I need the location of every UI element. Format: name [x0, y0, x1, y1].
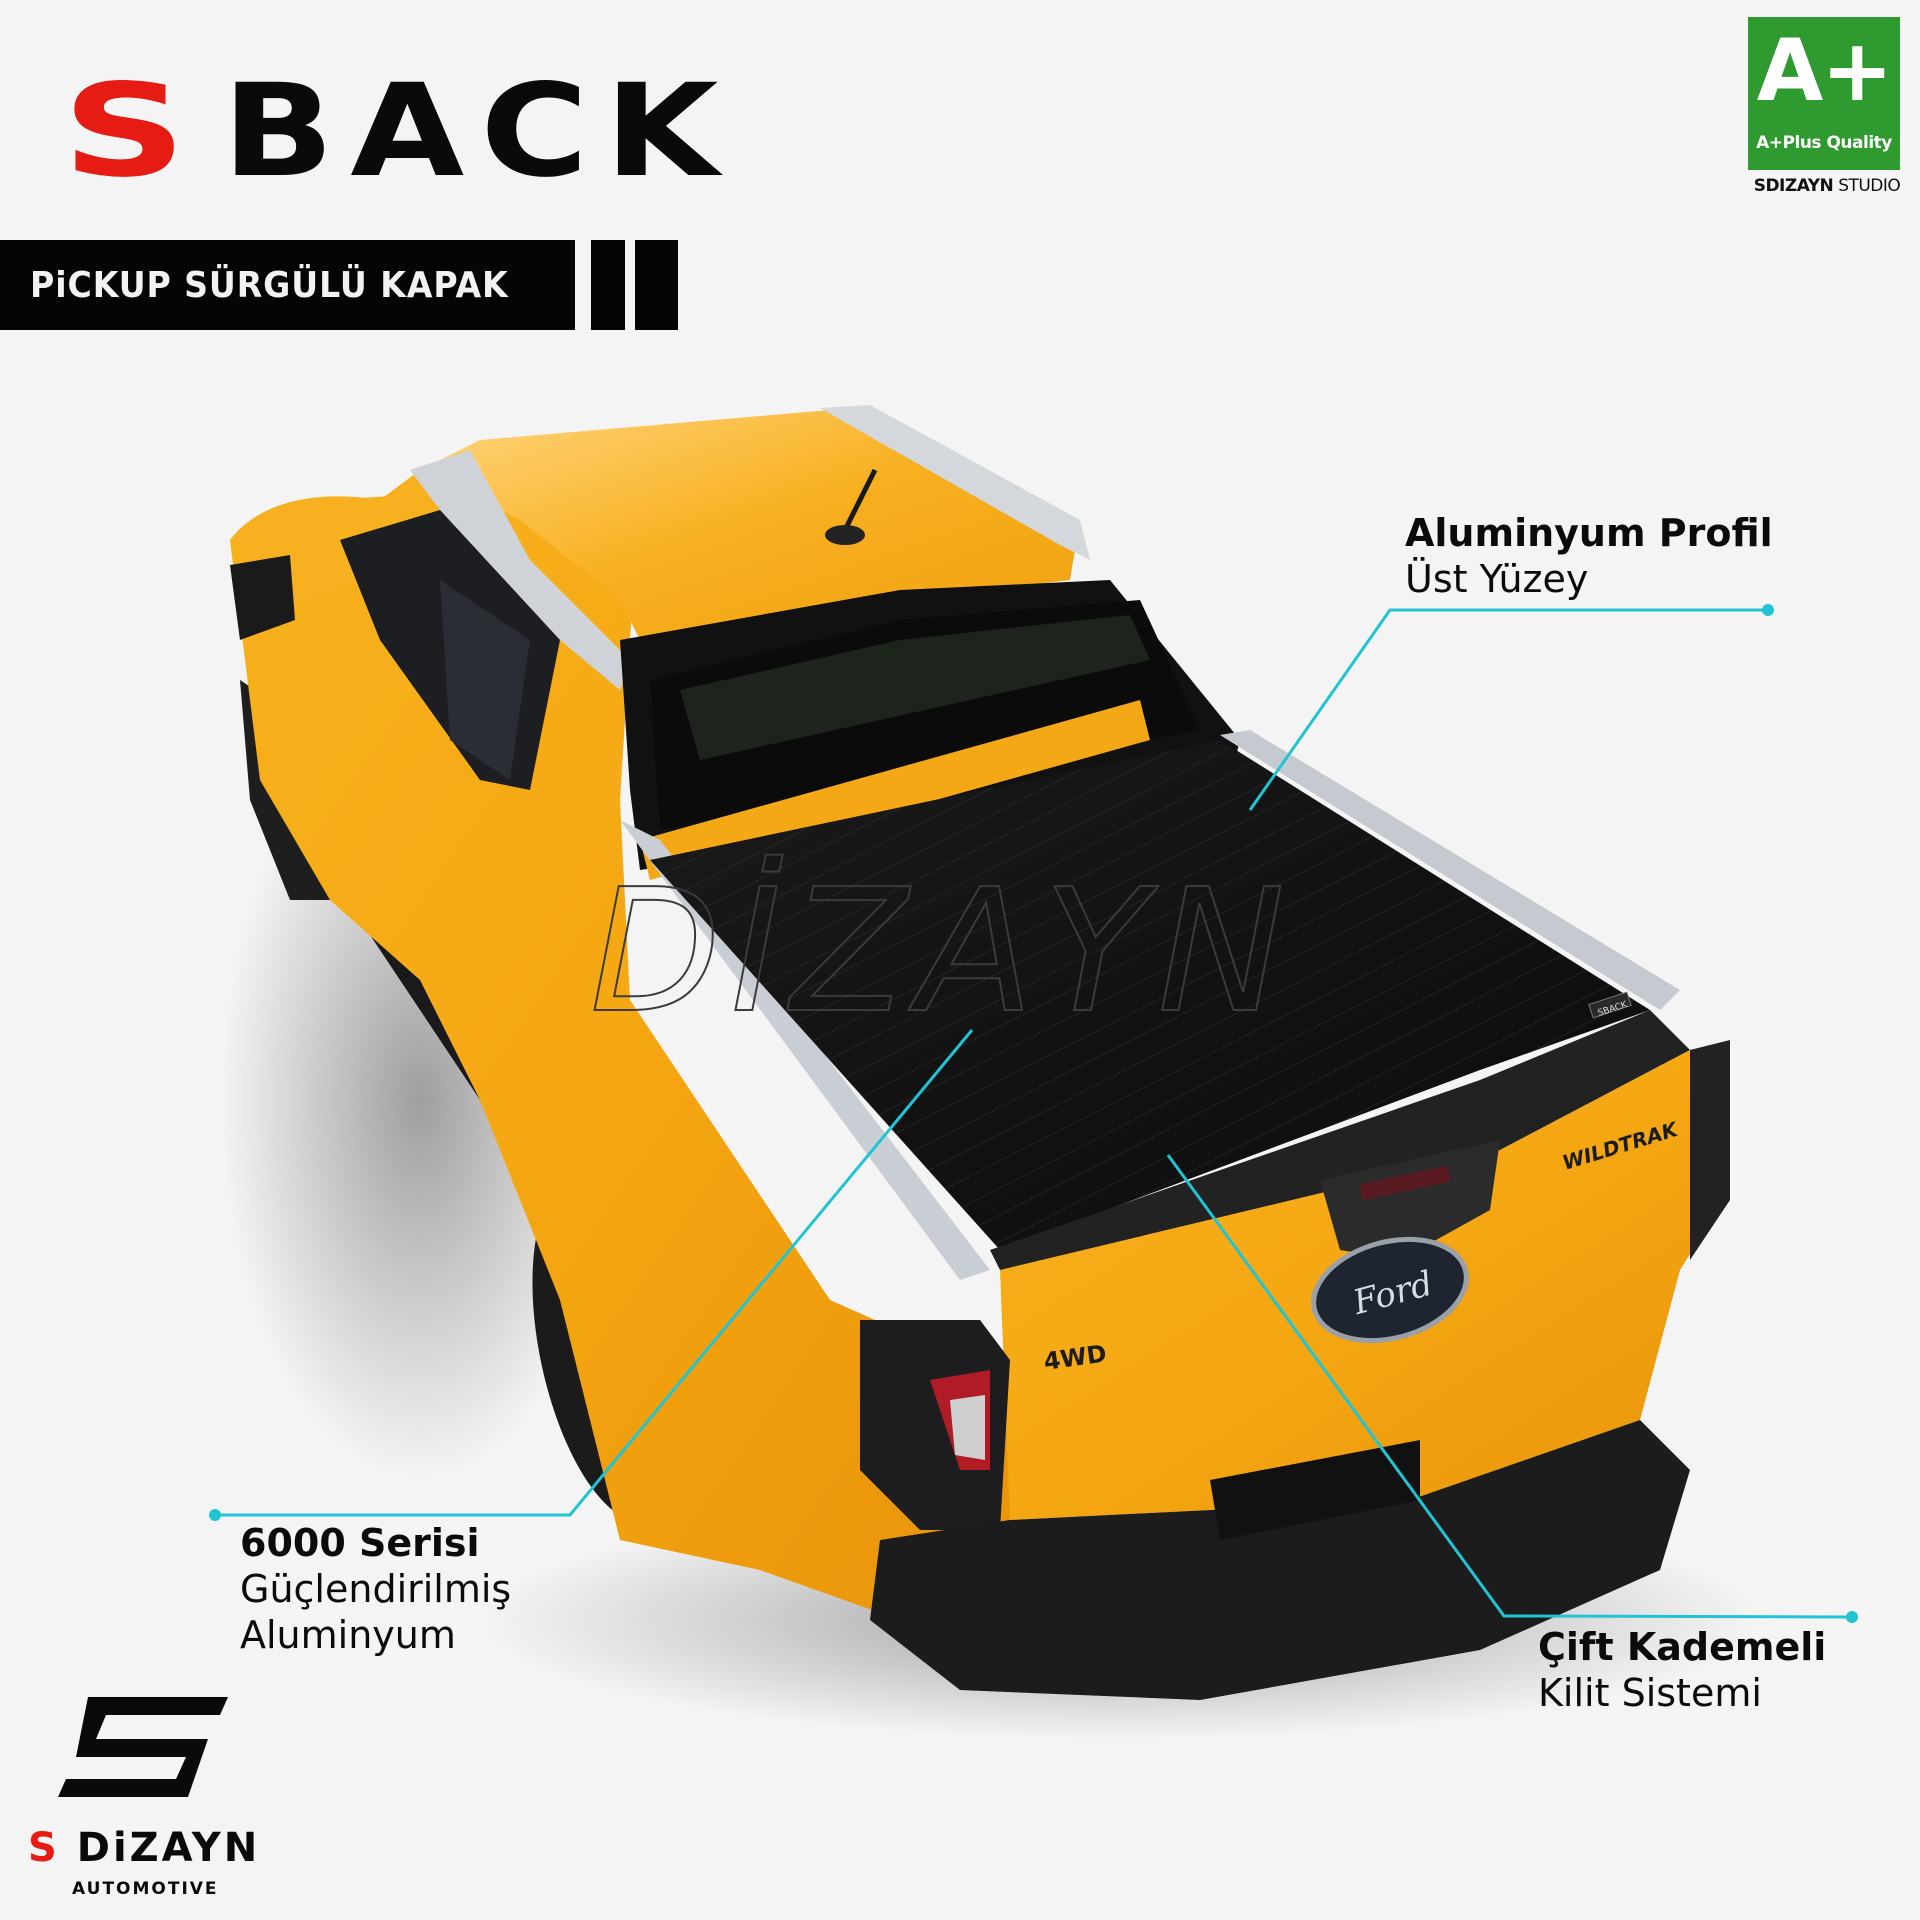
sdizayn-logo-text: S DiZAYN [28, 1825, 260, 1871]
title-accent-bar [591, 240, 625, 330]
callout-title: 6000 Serisi [240, 1521, 480, 1565]
studio-light: STUDIO [1838, 176, 1901, 196]
product-title-bar: PiCKUP SÜRGÜLÜ KAPAK [0, 240, 575, 330]
title-accent-bar [635, 240, 678, 330]
quality-label: A+Plus Quality [1756, 133, 1892, 153]
sdizayn-tagline: AUTOMOTIVE [72, 1879, 219, 1899]
sback-logo-text: BACK [222, 57, 735, 206]
callout-subtitle: Kilit Sistemi [1538, 1671, 1762, 1715]
callout-aluminum-profile: Aluminyum Profil Üst Yüzey [1405, 510, 1773, 602]
callout-title: Çift Kademeli [1538, 1625, 1827, 1669]
sdizayn-logo-name: DiZAYN [76, 1825, 261, 1871]
product-title: PiCKUP SÜRGÜLÜ KAPAK [30, 264, 509, 306]
sdizayn-s-mark-icon [58, 1697, 228, 1797]
callout-6000-series: 6000 Serisi Güçlendirilmiş Aluminyum [240, 1520, 511, 1658]
sback-logo-s: S [62, 57, 186, 206]
studio-bold: SDIZAYN [1753, 176, 1834, 196]
sdizayn-logo-s: S [28, 1825, 60, 1871]
sback-logo: S BACK [62, 57, 719, 206]
studio-credit: SDIZAYN STUDIO [1752, 176, 1902, 196]
quality-grade: A+ [1756, 21, 1894, 121]
callout-subtitle: Üst Yüzey [1405, 557, 1589, 601]
callout-lock-system: Çift Kademeli Kilit Sistemi [1538, 1624, 1826, 1716]
quality-badge: A+ A+Plus Quality [1748, 17, 1900, 170]
callout-subtitle: Güçlendirilmiş [240, 1567, 512, 1611]
svg-text:DİZAYN: DİZAYN [590, 853, 1295, 1051]
callout-title: Aluminyum Profil [1405, 511, 1773, 555]
callout-subtitle: Aluminyum [240, 1613, 456, 1657]
